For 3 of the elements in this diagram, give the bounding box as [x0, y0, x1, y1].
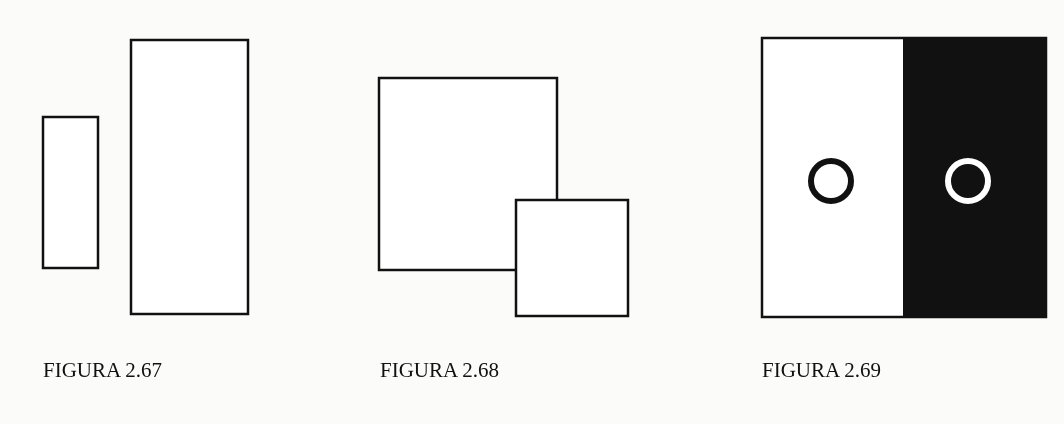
figure-caption: FIGURA 2.68 — [380, 358, 500, 383]
figure-caption: FIGURA 2.67 — [43, 358, 163, 383]
figure-caption: FIGURA 2.69 — [762, 358, 882, 383]
